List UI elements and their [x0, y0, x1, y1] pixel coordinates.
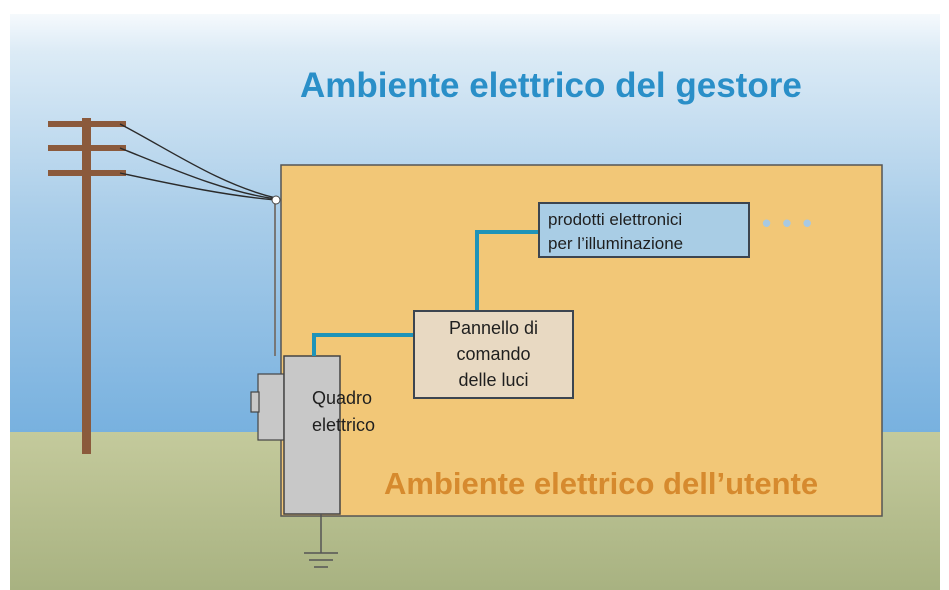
cable-lines — [312, 230, 538, 356]
power-line-icon — [119, 123, 277, 201]
more-items-ellipsis: • • • — [762, 208, 814, 238]
meter-box — [257, 373, 285, 441]
lighting-products-label: prodotti elettronici per l’illuminazione — [548, 208, 683, 256]
white-frame-right — [940, 0, 949, 590]
electrical-panel-label: Quadro elettrico — [312, 385, 375, 439]
lighting-products-box: prodotti elettronici per l’illuminazione — [538, 202, 750, 258]
white-frame-left — [0, 0, 10, 590]
cable-panel-to-quadro — [312, 333, 414, 356]
light-control-panel-box: Pannello di comando delle luci — [413, 310, 574, 399]
light-control-panel-line1: Pannello di — [448, 318, 539, 338]
electrical-panel-line1: Quadro — [312, 388, 373, 408]
lighting-products-line2: per l’illuminazione — [548, 234, 684, 253]
electrical-panel-line2: elettrico — [312, 415, 376, 435]
service-insulator — [271, 195, 281, 205]
light-control-panel-label: Pannello di comando delle luci — [415, 315, 572, 393]
electrical-panel-box — [283, 355, 341, 515]
white-frame-top — [0, 0, 949, 14]
cable-panel-to-products — [475, 230, 538, 311]
utility-pole-icon — [48, 118, 126, 454]
light-control-panel-line3: delle luci — [458, 370, 529, 390]
light-control-panel-line2: comando — [456, 344, 531, 364]
lighting-products-line1: prodotti elettronici — [548, 210, 683, 229]
user-environment-title: Ambiente elettrico dell’utente — [384, 466, 819, 501]
operator-environment-title: Ambiente elettrico del gestore — [300, 66, 802, 105]
meter-handle — [250, 391, 260, 413]
ground-symbol-icon — [304, 514, 338, 568]
